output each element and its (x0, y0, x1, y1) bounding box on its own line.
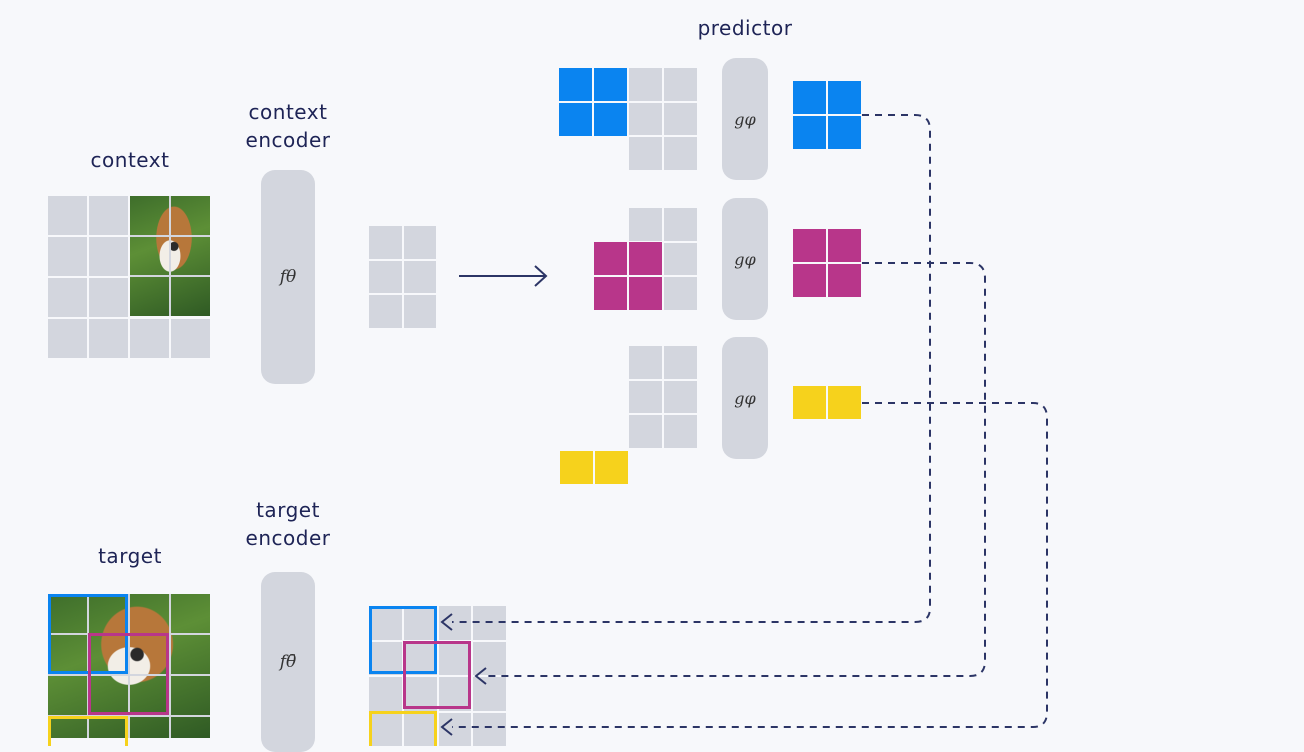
context-patch (48, 319, 87, 358)
predictor-label: predictor (697, 16, 793, 40)
target-label: target (98, 544, 162, 568)
context-patch (89, 319, 128, 358)
target-encoder-symbol: fθ̄ (279, 652, 297, 672)
target-embedding-yellow-outline (369, 711, 437, 746)
context-patch (89, 237, 128, 276)
target-block-magenta-outline (88, 633, 169, 715)
predictor-block-1: gφ (722, 58, 768, 180)
context-encoder-symbol: fθ (279, 267, 297, 287)
embedding-cell (369, 260, 402, 294)
context-patch (89, 278, 128, 317)
context-encoder-block: fθ (261, 170, 315, 384)
predictor-symbol: gφ (734, 388, 756, 408)
context-patch (48, 278, 87, 317)
embedding-cell (403, 226, 436, 259)
context-patch (48, 237, 87, 276)
predictor-symbol: gφ (734, 249, 756, 269)
context-patch (130, 319, 169, 358)
embedding-cell (369, 295, 402, 328)
mask-token-blue (559, 68, 627, 136)
mask-token-magenta (594, 242, 662, 310)
target-embedding-magenta-outline (403, 641, 471, 709)
context-encoder-label: context encoder (245, 100, 331, 152)
context-to-predictor-arrowhead (534, 265, 548, 287)
prediction-blue (793, 81, 861, 149)
embedding-cell (403, 295, 436, 328)
target-encoder-block: fθ̄ (261, 572, 315, 752)
mask-token-yellow (560, 451, 628, 484)
predictor-symbol: gφ (734, 109, 756, 129)
target-block-yellow-outline (48, 716, 128, 746)
prediction-magenta (793, 229, 861, 297)
dog-photo-context (130, 196, 210, 316)
predictor-input-3-grid (629, 346, 697, 448)
context-patch (89, 196, 128, 235)
context-patch (48, 196, 87, 235)
embedding-cell (403, 260, 436, 294)
predictor-block-2: gφ (722, 198, 768, 320)
embedding-cell (369, 226, 402, 259)
context-patch (171, 319, 210, 358)
context-label: context (90, 148, 170, 172)
predictor-block-3: gφ (722, 337, 768, 459)
predictor-input-1-grid (629, 68, 697, 170)
context-image-grid (48, 196, 210, 358)
context-embedding-grid (369, 226, 436, 328)
target-encoder-label: target encoder (245, 498, 331, 550)
prediction-yellow (793, 386, 861, 419)
